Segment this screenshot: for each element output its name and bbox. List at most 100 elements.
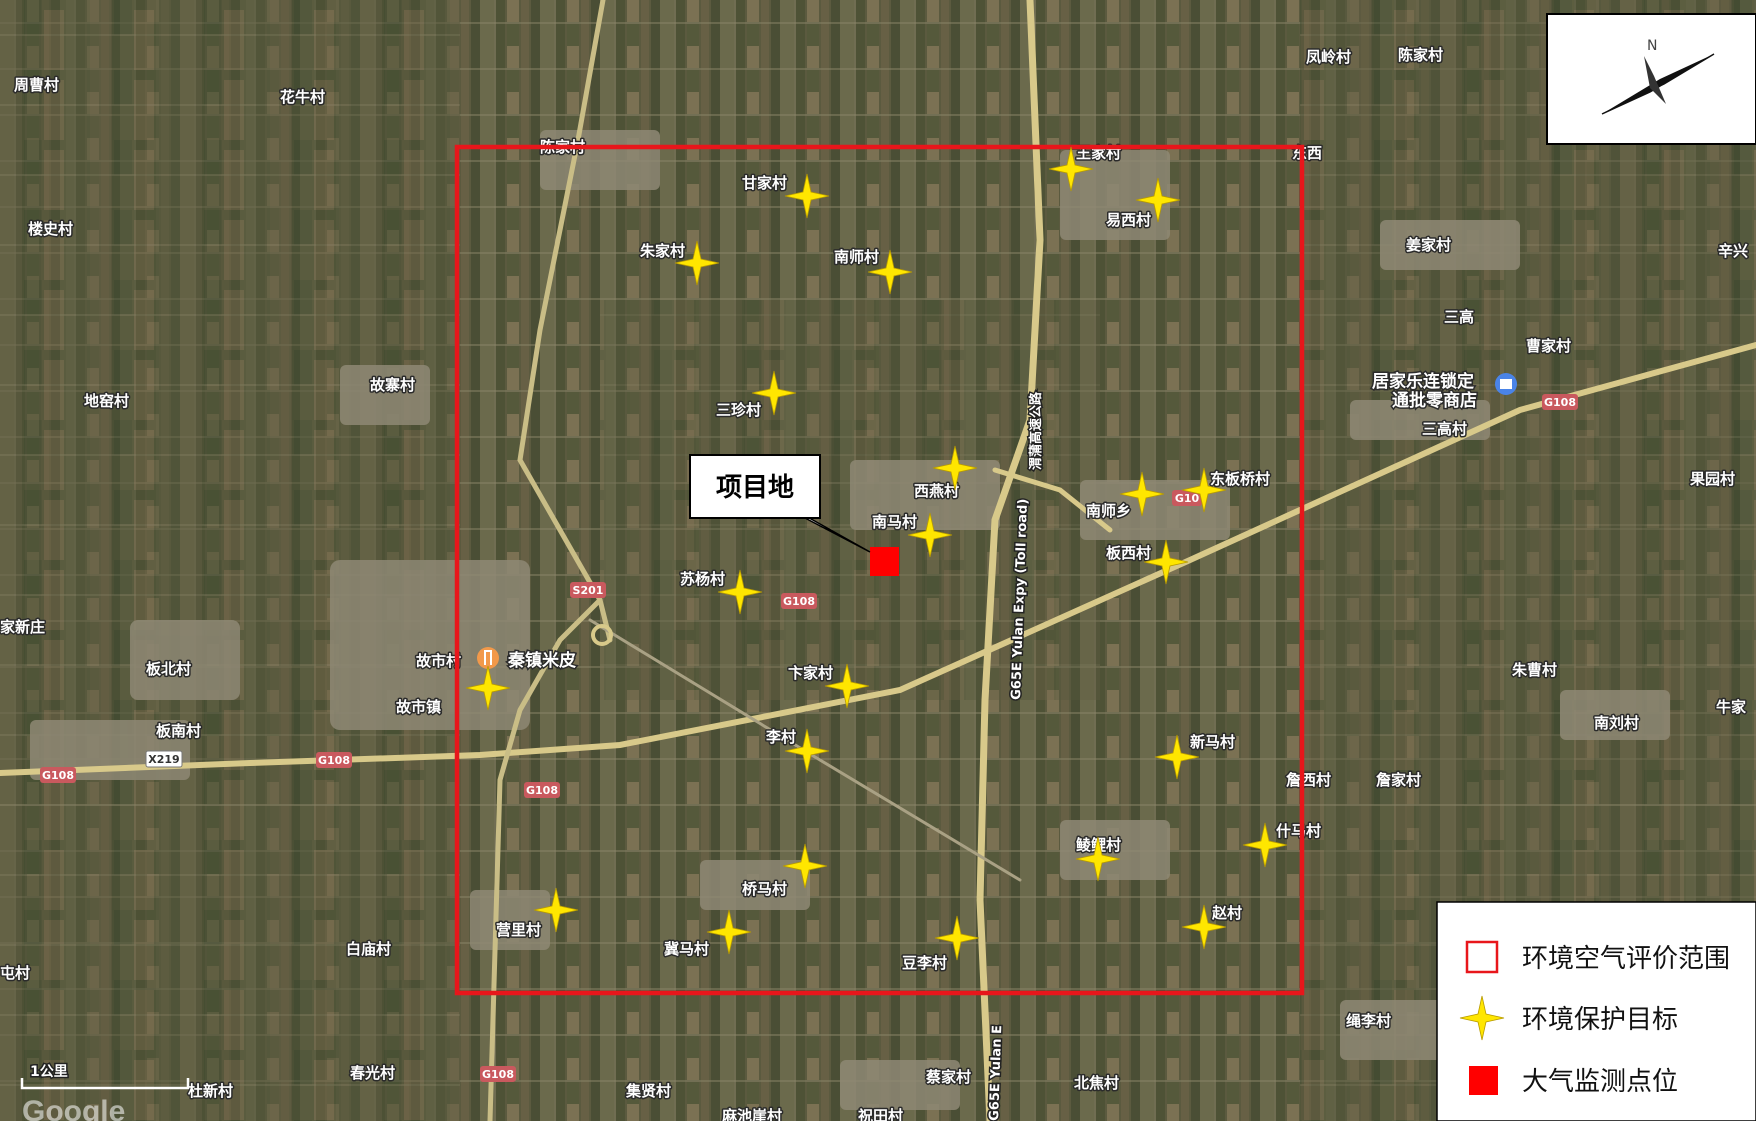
svg-text:故寨村: 故寨村 [370,376,415,394]
svg-text:朱曹村: 朱曹村 [1512,661,1557,679]
svg-text:G108: G108 [783,595,815,608]
svg-text:东板桥村: 东板桥村 [1210,470,1270,488]
svg-text:辛兴: 辛兴 [1718,242,1748,260]
svg-text:故市村: 故市村 [416,652,461,670]
svg-text:甘家村: 甘家村 [742,174,787,192]
svg-text:什马村: 什马村 [1276,822,1321,840]
road-shields: S201 G108 G108 G108 G108 G108 G108 G10 [40,394,1578,1082]
svg-text:S201: S201 [573,584,604,597]
road-shield-g10: G10 [1172,490,1202,506]
svg-text:营里村: 营里村 [496,921,541,939]
svg-text:卞家村: 卞家村 [788,664,833,682]
svg-text:北焦村: 北焦村 [1074,1074,1119,1092]
svg-text:詹西村: 詹西村 [1286,771,1331,789]
svg-text:祝田村: 祝田村 [858,1107,903,1121]
svg-text:1公里: 1公里 [30,1064,68,1080]
svg-text:家新庄: 家新庄 [0,618,45,636]
svg-text:詹家村: 詹家村 [1376,771,1421,789]
poi-shop[interactable]: 居家乐连锁定 通批零商店 [1371,370,1517,413]
road-shield-s201: S201 [570,582,606,598]
svg-text:板南村: 板南村 [156,722,201,740]
svg-text:南师乡: 南师乡 [1086,502,1131,520]
svg-text:集贤村: 集贤村 [625,1082,671,1100]
scale-bar: 1公里 [20,1063,190,1090]
legend-item-monitoring-point: 大气监测点位 [1469,1066,1678,1097]
svg-text:易西村: 易西村 [1106,211,1151,229]
svg-text:桥马村: 桥马村 [742,880,787,898]
road-shield-g108-6: G108 [1542,394,1578,410]
svg-text:南师村: 南师村 [834,248,879,266]
svg-text:三珍村: 三珍村 [716,401,761,419]
legend-item-boundary: 环境空气评价范围 [1465,940,1730,974]
svg-text:G108: G108 [526,784,558,797]
svg-text:环境空气评价范围: 环境空气评价范围 [1522,944,1730,974]
road-shield-g108-5: G108 [480,1066,516,1082]
road-shield-x219: X219 [145,750,183,768]
svg-text:大气监测点位: 大气监测点位 [1522,1067,1678,1097]
svg-text:杜新村: 杜新村 [188,1082,233,1100]
road-shield-g108-1: G108 [781,593,817,609]
project-site-callout: 项目地 [689,454,871,553]
svg-text:居家乐连锁定: 居家乐连锁定 [1372,371,1474,392]
legend-item-protection-target: 环境保护目标 [1459,995,1678,1041]
svg-text:西燕村: 西燕村 [914,482,959,500]
village-labels: 周曹村 花牛村 楼史村 地窑村 故寨村 甘家村 朱家村 南师村 三珍村 王家村 … [0,45,1750,1121]
google-watermark: Google [22,1095,125,1121]
svg-text:蔡家村: 蔡家村 [925,1068,971,1086]
svg-text:赵村: 赵村 [1211,904,1242,922]
evaluation-boundary [454,144,1305,996]
svg-text:花牛村: 花牛村 [280,88,325,106]
svg-text:三高: 三高 [1444,308,1474,326]
svg-text:豆李村: 豆李村 [902,954,947,972]
road-shield-g108-2: G108 [316,752,352,768]
svg-text:板西村: 板西村 [1106,544,1151,562]
project-site-label: 项目地 [716,473,794,503]
poi-restaurant[interactable]: 秦镇米皮 [477,647,578,673]
svg-text:李村: 李村 [765,728,796,746]
svg-text:苏杨村: 苏杨村 [680,570,725,588]
svg-text:N: N [1647,38,1657,54]
svg-text:姜家村: 姜家村 [1406,236,1451,254]
road-shield-g108-4: G108 [524,782,560,798]
svg-text:绳李村: 绳李村 [1346,1012,1391,1030]
road-shield-g108-3: G108 [40,767,76,783]
svg-text:通批零商店: 通批零商店 [1392,390,1477,411]
svg-text:南马村: 南马村 [872,513,917,531]
svg-text:G108: G108 [318,754,350,767]
svg-text:新马村: 新马村 [1190,733,1235,751]
svg-text:环境保护目标: 环境保护目标 [1522,1005,1678,1035]
svg-text:南刘村: 南刘村 [1594,714,1639,732]
road-label-weipu-expressway: 渭蒲高速公路 [1028,391,1044,470]
svg-text:牛家: 牛家 [1716,698,1746,716]
svg-text:楼史村: 楼史村 [28,220,73,238]
restaurant-icon [484,650,492,665]
svg-text:白庙村: 白庙村 [346,940,391,958]
svg-text:屯村: 屯村 [0,964,30,982]
shop-icon [1500,379,1512,389]
svg-text:曹家村: 曹家村 [1526,337,1571,355]
svg-text:三高村: 三高村 [1422,420,1467,438]
svg-text:地窑村: 地窑村 [84,392,129,410]
svg-text:冀马村: 冀马村 [664,940,709,958]
svg-text:陈家村: 陈家村 [1398,46,1443,64]
monitoring-point [870,547,899,576]
svg-text:板北村: 板北村 [146,660,191,678]
north-arrow-icon: N [1601,38,1715,115]
svg-text:春光村: 春光村 [350,1064,395,1082]
svg-text:秦镇米皮: 秦镇米皮 [508,650,576,671]
compass-box: N [1546,13,1756,145]
svg-text:麻池崖村: 麻池崖村 [721,1107,782,1121]
svg-text:G10: G10 [1175,492,1200,505]
svg-text:周曹村: 周曹村 [14,76,59,94]
legend: 环境空气评价范围 环境保护目标 大气监测点位 [1436,901,1756,1121]
svg-text:G108: G108 [482,1068,514,1081]
svg-text:朱家村: 朱家村 [640,242,685,260]
svg-text:G108: G108 [1544,396,1576,409]
svg-text:故市镇: 故市镇 [396,698,441,716]
svg-text:果园村: 果园村 [1689,470,1735,488]
svg-text:凤岭村: 凤岭村 [1306,48,1351,66]
svg-text:X219: X219 [148,753,179,766]
svg-text:G108: G108 [42,769,74,782]
